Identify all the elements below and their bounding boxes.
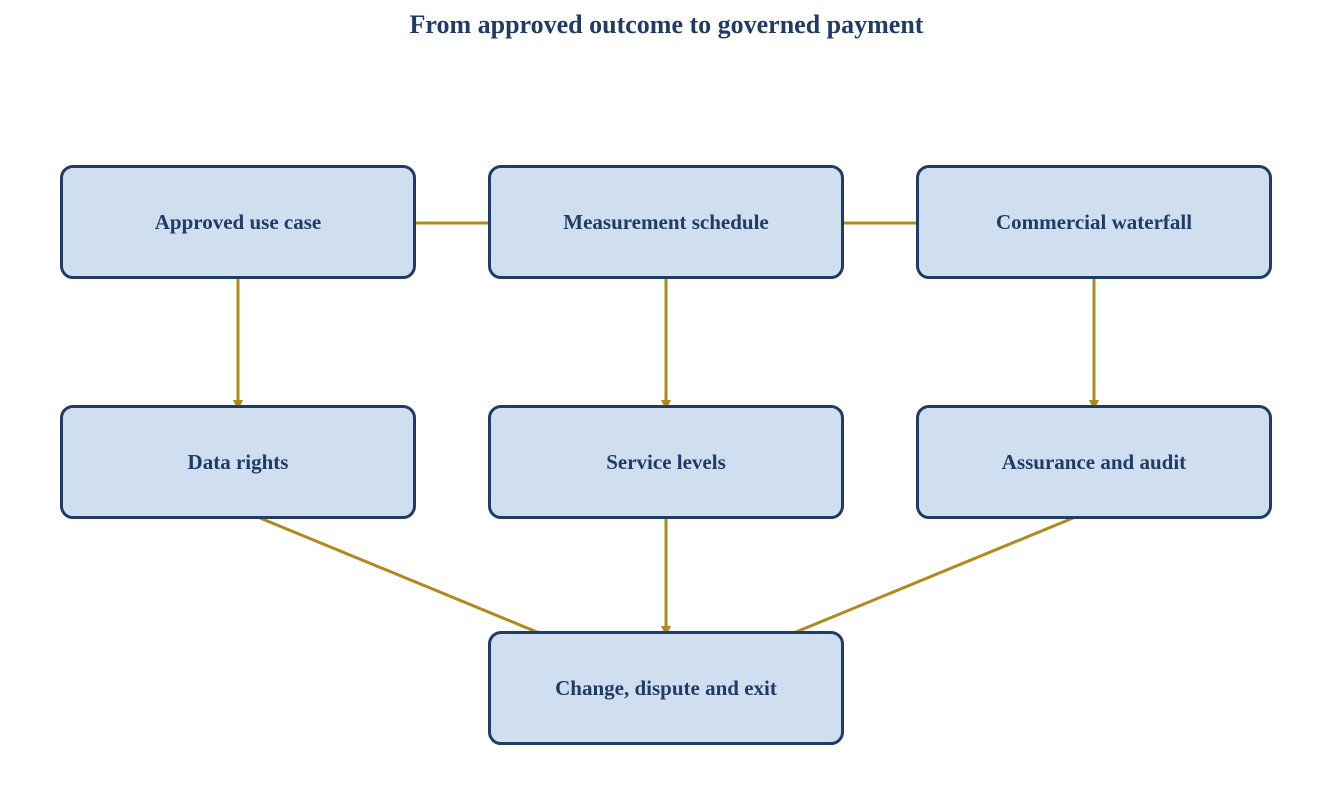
diagram-title: From approved outcome to governed paymen… — [409, 10, 924, 39]
node-change-dispute-and-exit: Change, dispute and exit — [488, 631, 844, 745]
node-assurance-and-audit: Assurance and audit — [916, 405, 1272, 519]
arrow-assurance-to-change — [777, 509, 1091, 641]
node-service-levels: Service levels — [488, 405, 844, 519]
node-approved-use-case: Approved use case — [60, 165, 416, 279]
node-data-rights: Data rights — [60, 405, 416, 519]
arrow-data-rights-to-change — [242, 509, 556, 641]
node-commercial-waterfall: Commercial waterfall — [916, 165, 1272, 279]
node-measurement-schedule: Measurement schedule — [488, 165, 844, 279]
